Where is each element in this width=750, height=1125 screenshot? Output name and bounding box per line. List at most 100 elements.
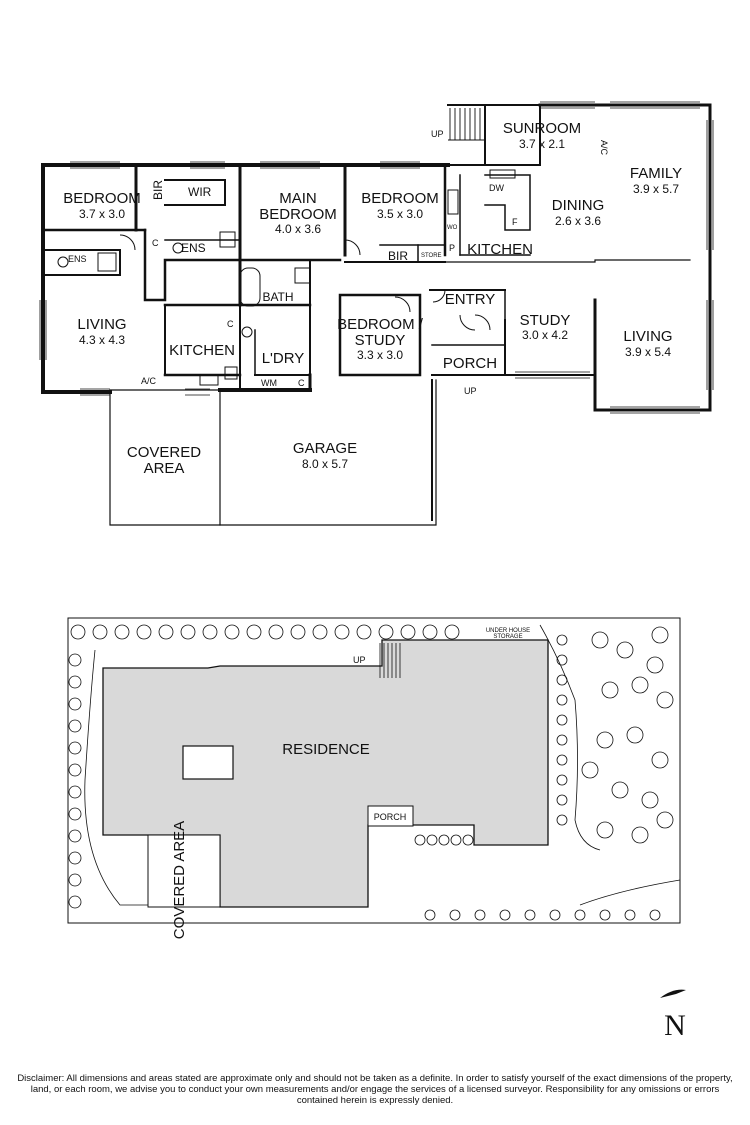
site-boundary (67, 617, 681, 924)
tree-icon (624, 909, 636, 921)
bir-label: BIR (151, 180, 165, 200)
room-name: DINING (552, 197, 605, 214)
tree-icon (611, 781, 629, 799)
tree-icon (596, 731, 614, 749)
pantry-label: P (449, 243, 455, 253)
fridge-label: F (512, 217, 518, 227)
landscape-trees (68, 624, 674, 921)
ac-label: A/C (141, 376, 157, 386)
tree-icon (414, 834, 426, 846)
tree-icon (524, 909, 536, 921)
stairs-upper (448, 108, 485, 141)
room-name: COVERED (127, 444, 201, 461)
wm-label: WM (261, 378, 277, 388)
tree-icon (180, 624, 196, 640)
tree-icon (202, 624, 218, 640)
tree-icon (224, 624, 240, 640)
fixtures (57, 169, 516, 386)
store-label: STORE (421, 253, 442, 259)
room-name: ENTRY (445, 291, 496, 308)
tree-icon (474, 909, 486, 921)
tree-icon (246, 624, 262, 640)
wir-label: WIR (188, 185, 212, 199)
room-name: L'DRY (262, 350, 305, 367)
tree-icon (556, 734, 568, 746)
tree-icon (556, 814, 568, 826)
tree-icon (136, 624, 152, 640)
room-dims: 3.5 x 3.0 (377, 207, 423, 221)
tree-icon (68, 741, 82, 755)
tree-icon (290, 624, 306, 640)
tree-icon (656, 811, 674, 829)
tree-icon (68, 785, 82, 799)
tree-icon (596, 821, 614, 839)
room-dims: 4.0 x 3.6 (275, 222, 321, 236)
dw-label: DW (489, 183, 504, 193)
tree-icon (68, 829, 82, 843)
residence-footprint (102, 639, 549, 908)
room-dims: 8.0 x 5.7 (302, 457, 348, 471)
tree-icon (114, 624, 130, 640)
room-name: BEDROOM (361, 190, 439, 207)
room-dims: 2.6 x 3.6 (555, 214, 601, 228)
tree-icon (651, 626, 669, 644)
tree-icon (438, 834, 450, 846)
tree-icon (549, 909, 561, 921)
ens-label: ENS (181, 241, 206, 255)
tree-icon (426, 834, 438, 846)
covered-area-label: COVERED AREA (171, 821, 188, 939)
tree-icon (400, 624, 416, 640)
tree-icon (68, 895, 82, 909)
up-label: UP (353, 655, 366, 665)
tree-icon (591, 631, 609, 649)
tree-icon (581, 761, 599, 779)
garden-paths (84, 624, 681, 906)
residence-label: RESIDENCE (282, 741, 370, 758)
tree-icon (601, 681, 619, 699)
storage-label: STORAGE (493, 634, 522, 640)
room-name: BATH (262, 290, 293, 304)
tree-icon (92, 624, 108, 640)
tree-icon (656, 691, 674, 709)
tree-icon (312, 624, 328, 640)
tree-icon (599, 909, 611, 921)
tree-icon (649, 909, 661, 921)
tree-icon (68, 807, 82, 821)
cupboard-label: C (227, 319, 234, 329)
tree-icon (68, 653, 82, 667)
bir-label: BIR (388, 249, 408, 263)
room-name: BEDROOM / (337, 316, 424, 333)
room-name: KITCHEN (467, 241, 533, 258)
up-label: UP (431, 129, 444, 139)
room-dims: 3.7 x 3.0 (79, 207, 125, 221)
tree-icon (631, 676, 649, 694)
room-name: SUNROOM (503, 120, 581, 137)
tree-icon (556, 634, 568, 646)
room-dims: 3.0 x 4.2 (522, 328, 568, 342)
tree-icon (158, 624, 174, 640)
room-name: GARAGE (293, 440, 357, 457)
tree-icon (68, 873, 82, 887)
tree-icon (68, 697, 82, 711)
room-dims: 3.7 x 2.1 (519, 137, 565, 151)
cupboard-label: C (152, 238, 159, 248)
ac-label: A/C (599, 140, 609, 156)
room-dims: 3.9 x 5.7 (633, 182, 679, 196)
up-label: UP (464, 386, 477, 396)
tree-icon (556, 794, 568, 806)
windows (39, 101, 714, 414)
tree-icon (651, 751, 669, 769)
north-label: N (664, 1009, 686, 1042)
tree-icon (424, 909, 436, 921)
room-name: KITCHEN (169, 342, 235, 359)
room-name: AREA (144, 460, 185, 477)
under-house-label: UNDER HOUSE (486, 628, 530, 634)
tree-icon (449, 909, 461, 921)
door-swings (119, 234, 491, 331)
tree-icon (646, 656, 664, 674)
tree-icon (378, 624, 394, 640)
room-name: STUDY (355, 332, 406, 349)
tree-icon (450, 834, 462, 846)
tree-icon (556, 754, 568, 766)
